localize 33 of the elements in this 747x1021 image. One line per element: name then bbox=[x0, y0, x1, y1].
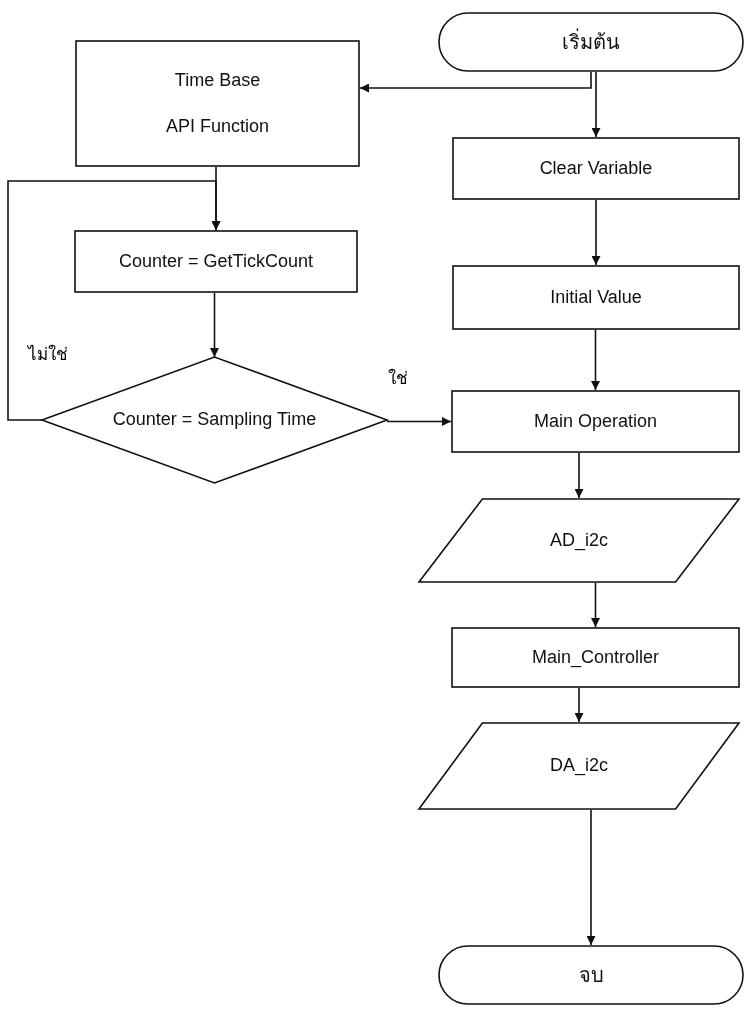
node-label: Main_Controller bbox=[531, 646, 660, 669]
node-label: Clear Variable bbox=[539, 157, 653, 180]
arrow bbox=[359, 71, 592, 93]
arrow bbox=[591, 71, 601, 138]
process-box bbox=[451, 390, 740, 453]
process-box bbox=[74, 230, 358, 293]
end-terminal bbox=[438, 945, 744, 1005]
arrow bbox=[591, 582, 600, 628]
node-label: Initial Value bbox=[550, 286, 642, 309]
arrow bbox=[591, 329, 600, 391]
node-label: Counter = GetTickCount bbox=[119, 250, 313, 273]
arrow bbox=[210, 292, 219, 358]
node-label: AD_i2c bbox=[550, 529, 608, 552]
node-label: Time Base bbox=[174, 69, 261, 92]
arrow bbox=[386, 417, 452, 426]
node-label: Counter = Sampling Time bbox=[112, 409, 317, 431]
node-label: DA_i2c bbox=[550, 755, 608, 777]
io-parallelogram bbox=[418, 722, 740, 810]
process-box bbox=[452, 265, 740, 330]
arrow bbox=[574, 687, 584, 723]
node-label: เริ่มต้น bbox=[562, 30, 620, 54]
arrow bbox=[586, 809, 596, 946]
node-label: จบ bbox=[578, 963, 604, 987]
arrow bbox=[7, 180, 221, 421]
process-box bbox=[451, 627, 740, 688]
start-terminal bbox=[438, 12, 744, 72]
process-box bbox=[75, 40, 360, 167]
arrow bbox=[591, 199, 601, 266]
arrow bbox=[574, 452, 584, 499]
io-parallelogram bbox=[418, 498, 740, 583]
process-box bbox=[452, 137, 740, 200]
node-label: API Function bbox=[165, 115, 270, 138]
node-label: Main Operation bbox=[533, 410, 658, 433]
